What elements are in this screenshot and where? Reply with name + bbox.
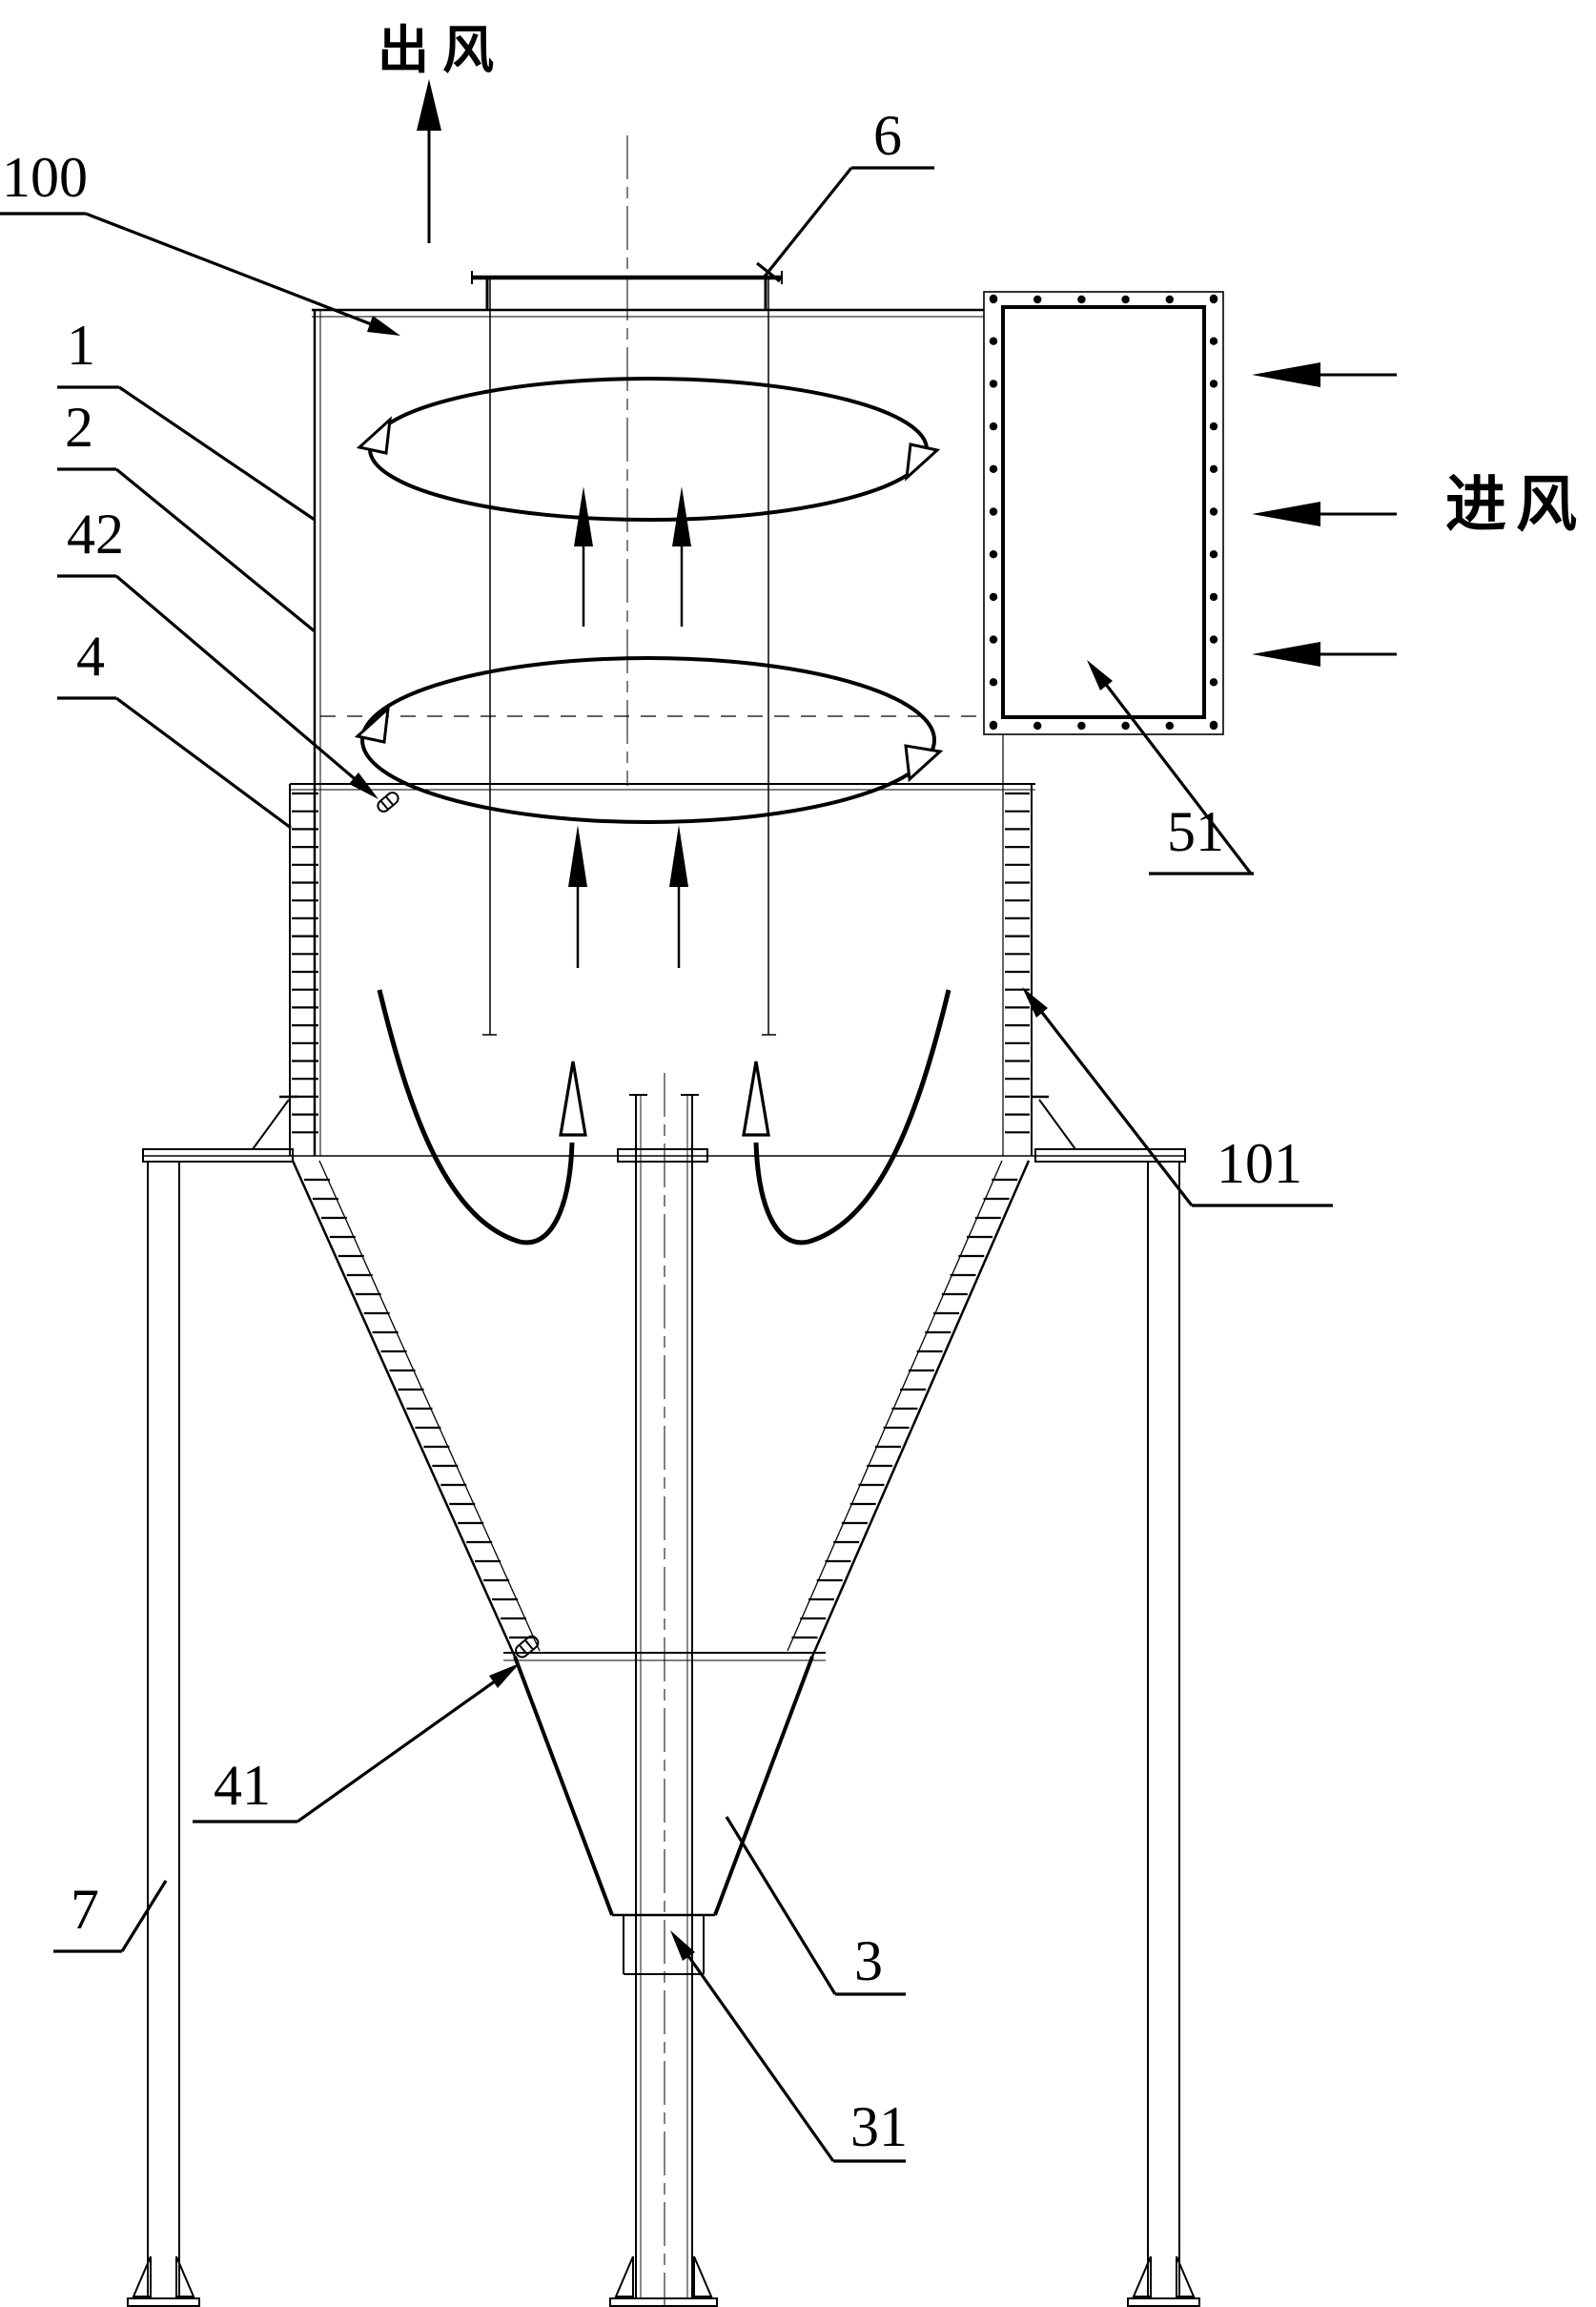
support-plane — [142, 1095, 1186, 1163]
uturn-flow-arrows — [377, 989, 951, 1246]
support-legs — [147, 1162, 1180, 2298]
swirl-ellipse-lower — [354, 656, 944, 824]
ref-label-3: 3 — [854, 1929, 883, 1992]
ref-label-1: 1 — [67, 314, 95, 377]
leader-lines — [0, 166, 1333, 2163]
body-wall-hatch — [292, 792, 1030, 1134]
inlet-air-label: 进风 — [1445, 471, 1586, 539]
ref-label-31: 31 — [850, 2095, 908, 2158]
inner-tube — [482, 278, 776, 1036]
cone-lower — [513, 1656, 814, 1917]
inlet-flow-arrows — [1252, 362, 1397, 667]
cone-upper-jacket — [291, 1160, 1031, 1661]
ref-label-101: 101 — [1217, 1132, 1302, 1195]
upper-box-shell — [312, 308, 1000, 1156]
ref-label-2: 2 — [65, 396, 93, 459]
ref-label-51: 51 — [1167, 800, 1224, 863]
foot-center — [609, 2256, 718, 2307]
upflow-arrows-upper — [574, 486, 691, 627]
bolt-fitting-upper — [377, 792, 399, 813]
swirl-ellipse-upper — [356, 377, 941, 522]
outlet-duct — [471, 271, 783, 311]
ref-label-6: 6 — [873, 104, 902, 167]
foot-right — [1127, 2256, 1200, 2307]
cone-wall-hatch — [303, 1178, 1018, 1639]
ref-label-7: 7 — [71, 1878, 99, 1941]
foot-left — [127, 2256, 200, 2307]
inlet-box-bolt-holes — [989, 294, 1218, 731]
ref-label-42: 42 — [67, 503, 124, 566]
bolt-fitting-lower — [514, 1635, 540, 1658]
outlet-flow-arrow — [417, 79, 441, 243]
outlet-air-label: 出风 — [378, 22, 507, 79]
ref-label-4: 4 — [76, 625, 105, 688]
center-pipe — [629, 1094, 699, 2298]
ref-label-100: 100 — [2, 146, 88, 209]
ref-label-41: 41 — [214, 1754, 271, 1817]
lower-body — [289, 734, 1035, 1156]
inlet-box — [983, 291, 1224, 735]
upflow-arrows-lower — [568, 825, 688, 968]
